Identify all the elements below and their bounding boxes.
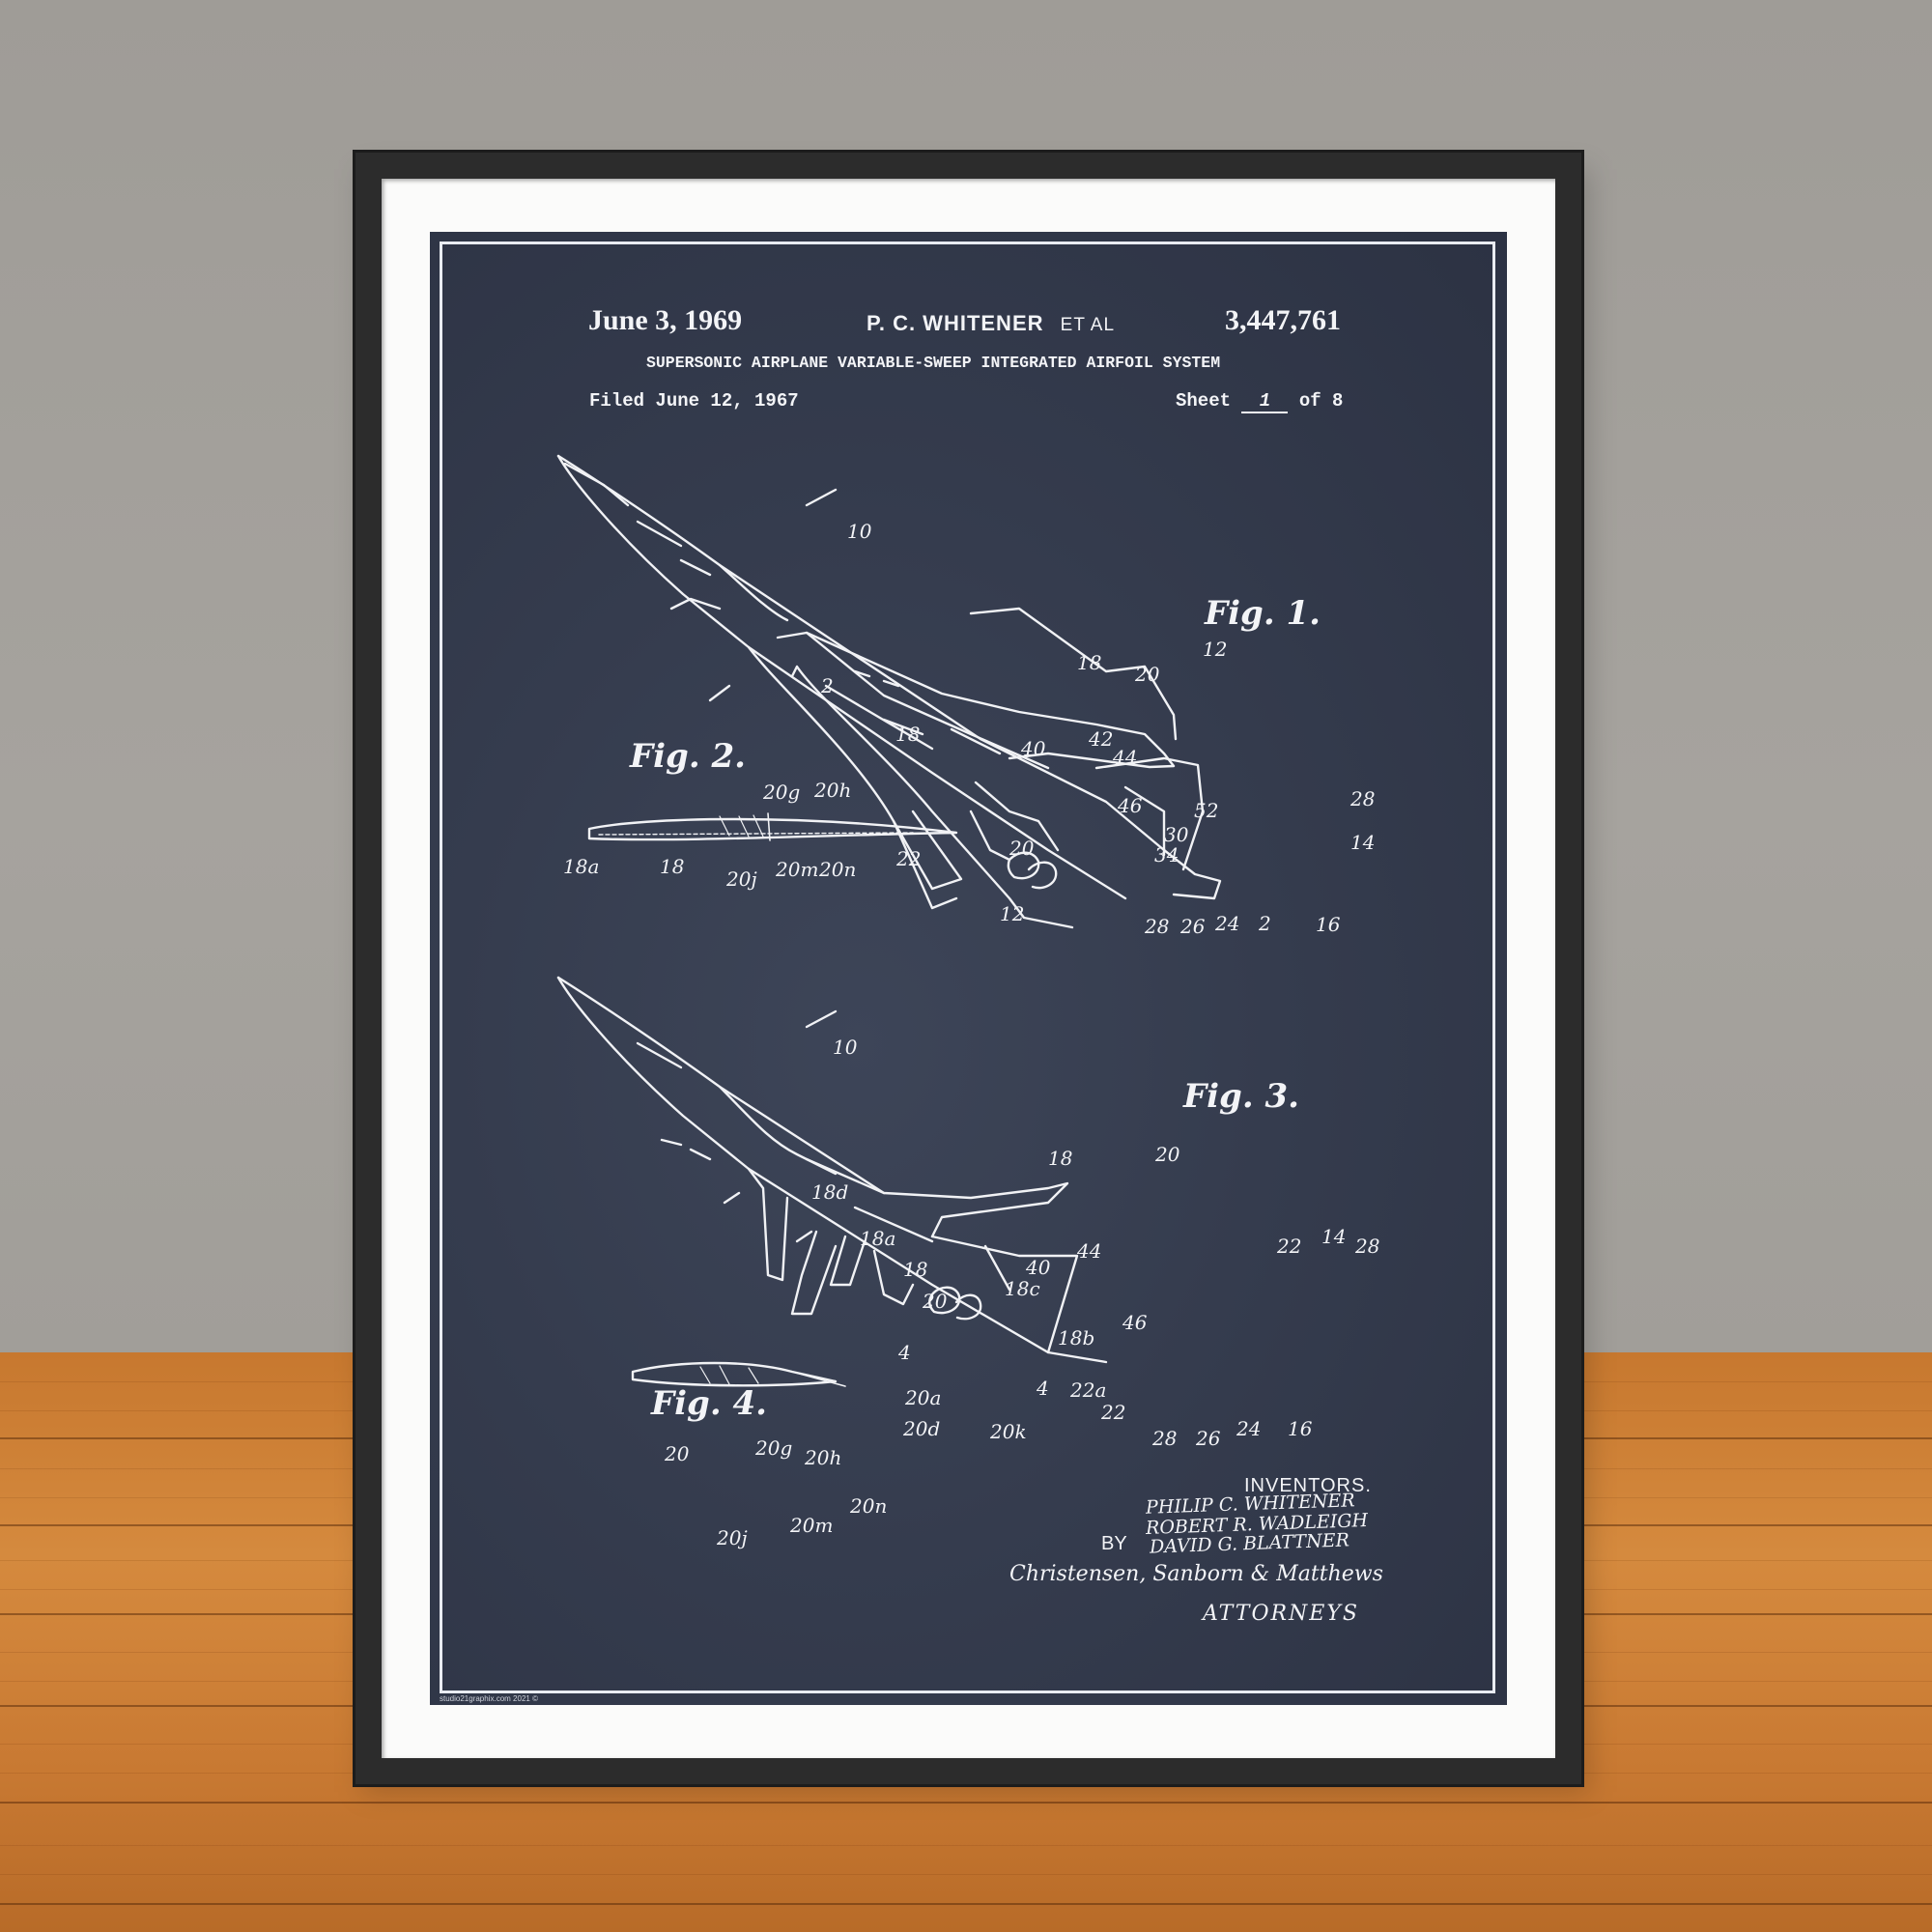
fig3-ref: 40 xyxy=(1026,1256,1051,1279)
fig2-label: Fig. 2. xyxy=(630,737,746,776)
fig1-ref: 20 xyxy=(1135,663,1160,686)
fig3-ref: 28 xyxy=(1152,1427,1178,1450)
attorneys-label: ATTORNEYS xyxy=(1203,1602,1359,1626)
fig3-leader-4-left xyxy=(723,1191,741,1205)
fig1-ref: 12 xyxy=(1203,638,1228,661)
fig2-ref: 20j xyxy=(726,867,757,891)
fig1-ref: 14 xyxy=(1350,831,1376,854)
fig1-ref: 2 xyxy=(821,674,834,697)
fig3-ref: 22 xyxy=(1277,1235,1302,1258)
poster-border xyxy=(440,242,1495,1693)
filed-date: Filed June 12, 1967 xyxy=(589,390,799,412)
fig1-ref: 34 xyxy=(1154,843,1179,867)
fig3-ref: 20a xyxy=(905,1386,942,1409)
fig3-ref: 20 xyxy=(1155,1143,1180,1166)
fig2-ref: 20m xyxy=(776,858,819,881)
fig3-ref: 28 xyxy=(1355,1235,1380,1258)
fig1-ref: 44 xyxy=(1113,746,1138,769)
fig3-ref: 18b xyxy=(1058,1326,1095,1350)
attorney-signature: Christensen, Sanborn & Matthews xyxy=(1009,1562,1383,1586)
fig1-ref: 18 xyxy=(895,723,921,746)
fig3-ref: 46 xyxy=(1122,1311,1148,1334)
fig2-ref: 20n xyxy=(819,858,857,881)
fig3-ref: 22 xyxy=(1101,1401,1126,1424)
fig3-leader-4-right xyxy=(795,1230,813,1243)
fig3-leader-10 xyxy=(805,1009,838,1029)
fig1-ref: 24 xyxy=(1215,912,1240,935)
fig1-ref: 28 xyxy=(1350,787,1376,810)
fig1-ref: 46 xyxy=(1118,794,1143,817)
fig1-ref: 28 xyxy=(1145,915,1170,938)
et-al: ET AL xyxy=(1060,315,1116,335)
fig1-leader-10 xyxy=(805,488,838,507)
fig2-ref: 18 xyxy=(660,855,685,878)
sheet-suffix: of 8 xyxy=(1298,390,1344,412)
patent-drawing xyxy=(556,454,1222,1387)
fig3-ref: 20d xyxy=(903,1417,941,1440)
fig1-ref: 16 xyxy=(1316,913,1341,936)
fig1-bracket-12-left xyxy=(790,665,1074,929)
fig4-label: Fig. 4. xyxy=(651,1384,767,1423)
fig3-ref: 18c xyxy=(1005,1277,1040,1300)
fig4-ref: 20j xyxy=(717,1526,748,1549)
fig1-leader-2 xyxy=(708,684,731,702)
fig1-ref: 18 xyxy=(1077,651,1102,674)
fig3-ref: 18a xyxy=(860,1227,896,1250)
fig1-ref: 10 xyxy=(847,520,872,543)
fig4-ref: 20g xyxy=(755,1436,793,1460)
fig3-ref: 18 xyxy=(1048,1147,1073,1170)
fig1-label: Fig. 1. xyxy=(1205,594,1321,633)
inventors-by: BY xyxy=(1101,1533,1127,1554)
fig3-ref: 14 xyxy=(1321,1225,1347,1248)
fig3-label: Fig. 3. xyxy=(1183,1077,1299,1116)
studio-credit: studio21graphix.com 2021 © xyxy=(440,1694,538,1703)
fig1-ref: 12 xyxy=(1000,902,1025,925)
fig3-ref: 10 xyxy=(833,1036,858,1059)
fig3-ref: 26 xyxy=(1196,1427,1221,1450)
fig1-ref: 42 xyxy=(1089,727,1114,751)
fig3-ref: 16 xyxy=(1288,1417,1313,1440)
fig3-ref: 44 xyxy=(1077,1239,1102,1263)
fig2-ref: 20h xyxy=(814,779,852,802)
fig1-ref: 2 xyxy=(1259,912,1271,935)
fig3-ref: 4 xyxy=(898,1341,911,1364)
fig3-aircraft-drawing xyxy=(556,976,1108,1364)
fig1-ref: 20 xyxy=(1009,837,1035,860)
patent-number: 3,447,761 xyxy=(1225,304,1341,336)
inventor-header-name: P. C. WHITENER xyxy=(867,311,1044,335)
fig1-ref: 30 xyxy=(1164,823,1189,846)
fig4-ref: 20 xyxy=(665,1442,690,1465)
fig4-airfoil-section xyxy=(631,1361,846,1387)
fig1-bracket-12-top xyxy=(969,607,1178,741)
fig3-ref: 18d xyxy=(811,1180,849,1204)
fig1-ref: 40 xyxy=(1021,737,1046,760)
fig3-ref: 18 xyxy=(903,1258,928,1281)
fig1-ref: 26 xyxy=(1180,915,1206,938)
sheet-count: Sheet 1 of 8 xyxy=(1176,390,1343,413)
fig3-ref: 24 xyxy=(1236,1417,1262,1440)
patent-title: SUPERSONIC AIRPLANE VARIABLE-SWEEP INTEG… xyxy=(646,354,1221,372)
fig3-ref: 22a xyxy=(1070,1378,1107,1402)
sheet-number: 1 xyxy=(1241,390,1289,413)
patent-inventor-header: P. C. WHITENER ET AL xyxy=(867,311,1115,336)
fig2-airfoil-section xyxy=(587,812,958,841)
fig2-ref: 22 xyxy=(896,847,922,870)
fig4-ref: 20m xyxy=(790,1514,834,1537)
fig1-ref: 52 xyxy=(1194,799,1219,822)
fig4-ref: 20n xyxy=(850,1494,888,1518)
sheet-prefix: Sheet xyxy=(1176,390,1232,412)
patent-poster xyxy=(430,232,1507,1705)
fig3-ref: 20k xyxy=(990,1420,1027,1443)
fig2-ref: 18a xyxy=(563,855,600,878)
fig3-ref: 20 xyxy=(923,1290,948,1313)
patent-date: June 3, 1969 xyxy=(588,304,743,336)
fig1-aircraft-drawing xyxy=(556,454,1222,910)
fig2-ref: 20g xyxy=(763,781,801,804)
fig4-ref: 20h xyxy=(805,1446,842,1469)
fig3-ref: 4 xyxy=(1037,1377,1049,1400)
inventors-heading: INVENTORS. xyxy=(1244,1475,1372,1496)
